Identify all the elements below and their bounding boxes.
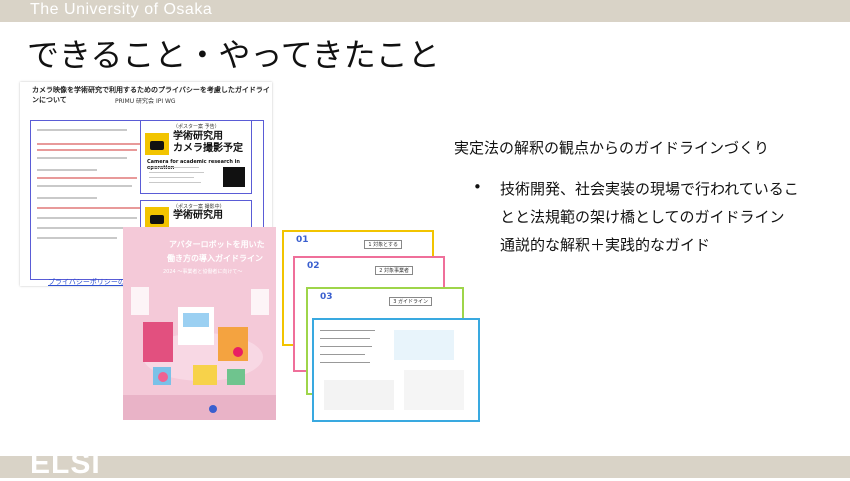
page-number: 03 (320, 292, 333, 302)
cover-subtitle: 2024 〜事業者と協働者に向けて〜 (163, 269, 243, 275)
footer-bar: ELSI (0, 447, 850, 480)
guideline-page-04 (312, 318, 480, 422)
bullet-text-line3: 通説的な解釈＋実践的なガイド (500, 236, 711, 254)
avatar-robot-guideline-cover: アバターロボットを用いた 働き方の導入ガイドライン 2024 〜事業者と協働者に… (123, 227, 276, 420)
cover-title-line2: 働き方の導入ガイドライン (167, 254, 263, 263)
page-tag: 3 ガイドライン (389, 297, 432, 306)
poster-title-line1: 学術研究用 (173, 131, 223, 142)
page-number: 01 (296, 235, 309, 245)
page-number: 02 (307, 261, 320, 271)
bullet-text-line1: 技術開発、社会実装の現場で行われているこ (500, 180, 799, 198)
cover-illustration (123, 287, 276, 420)
poster-small-label: （ポスター案 予告） (173, 124, 220, 130)
poster-title-line2: カメラ撮影予定 (173, 143, 243, 154)
slide-title: できること・やってきたこと (27, 36, 440, 74)
document-heading: カメラ映像を学術研究で利用するためのプライバシーを考慮したガイドラインについて (32, 86, 270, 104)
privacy-policy-link: プライバシーポリシーのひな型 (48, 278, 146, 286)
poster-title: 学術研究用 カメラ撮影予定 (173, 131, 243, 155)
camera-icon (145, 133, 169, 155)
page-tag: 2 対象事業者 (375, 266, 413, 275)
approach-heading: 実定法の解釈の観点からのガイドラインづくり (454, 139, 770, 157)
cover-title-line1: アバターロボットを用いた (169, 240, 265, 249)
poster-small-label: （ポスター案 撮影中） (173, 204, 225, 210)
elsi-logo: ELSI (30, 447, 101, 480)
university-name: The University of Osaka (30, 1, 213, 18)
poster-in-operation: （ポスター案 撮影中） 学術研究用 (140, 200, 252, 232)
page-tag: 1 対象とする (364, 240, 402, 249)
camera-icon (145, 207, 169, 227)
bullet-icon: • (473, 178, 482, 196)
bullet-text-line2: とと法規範の架け橋としてのガイドライン (500, 208, 785, 226)
poster-english: Camera for academic research in operatio… (147, 159, 240, 171)
poster-title: 学術研究用 (173, 210, 223, 221)
header-bar: The University of Osaka (0, 0, 850, 22)
poster-planned: （ポスター案 予告） 学術研究用 カメラ撮影予定 Camera for acad… (140, 120, 252, 194)
document-subheading: PRIMU 研究会 IPI WG (115, 98, 176, 105)
